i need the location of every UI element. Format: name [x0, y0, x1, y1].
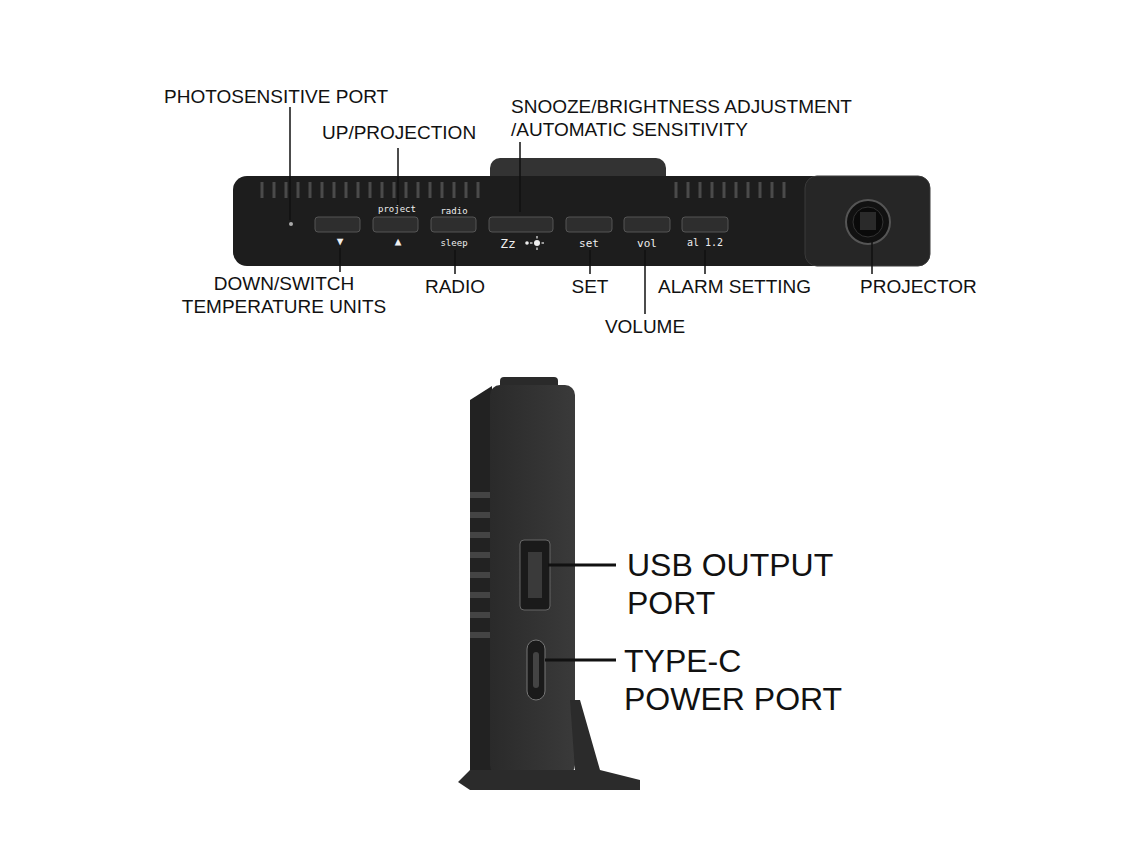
- callout-label: ALARM SETTING: [658, 276, 828, 299]
- port-label: USB OUTPUT PORT: [627, 546, 859, 623]
- callout-label: PROJECTOR: [860, 276, 1000, 299]
- button-print: radio: [424, 207, 484, 216]
- button-print: al 1.2: [676, 238, 734, 248]
- button-print: set: [560, 238, 618, 249]
- button-print: project: [366, 205, 428, 214]
- callout-label: DOWN/SWITCH TEMPERATURE UNITS: [178, 273, 390, 319]
- device-side-view: [458, 377, 640, 790]
- port-label: TYPE-C POWER PORT: [624, 642, 856, 719]
- callout-label: PHOTOSENSITIVE PORT: [164, 86, 424, 109]
- callout-label: RADIO: [405, 276, 505, 299]
- button-print: vol: [618, 238, 676, 249]
- button-print: sleep: [424, 239, 484, 248]
- device-top-view: [233, 158, 930, 266]
- callout-label: SET: [540, 276, 640, 299]
- button-arrow: ▼: [327, 236, 353, 247]
- button-arrow: ▲: [385, 236, 411, 247]
- leader-lines: [545, 565, 616, 660]
- callout-label: UP/PROJECTION: [322, 122, 522, 145]
- button-print: Zz: [496, 237, 520, 250]
- callout-label: SNOOZE/BRIGHTNESS ADJUSTMENT /AUTOMATIC …: [511, 96, 911, 142]
- callout-label: VOLUME: [585, 316, 705, 339]
